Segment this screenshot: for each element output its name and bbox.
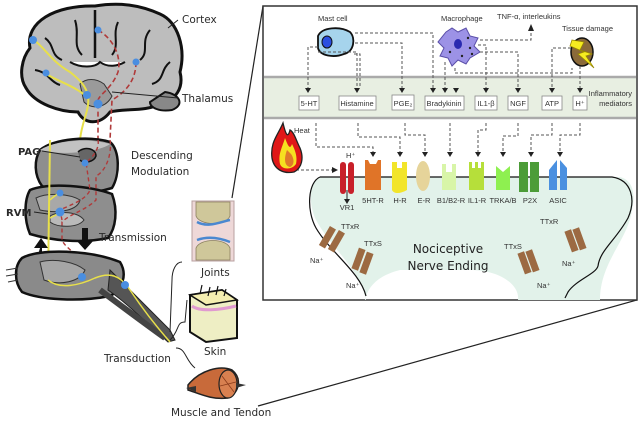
svg-text:P2X: P2X xyxy=(523,196,537,205)
thalamus-label: Thalamus xyxy=(181,93,233,105)
mediator-pge2: PGE₂ xyxy=(391,94,415,111)
muscle-tendon-illustration xyxy=(186,367,246,400)
svg-text:5HT-R: 5HT-R xyxy=(362,196,384,205)
muscle-tendon-label: Muscle and Tendon xyxy=(171,407,271,419)
svg-text:TTxR: TTxR xyxy=(540,217,559,226)
descending-modulation-label-1: Descending xyxy=(131,150,193,162)
receptor-list xyxy=(340,160,567,204)
svg-text:E-R: E-R xyxy=(418,196,432,205)
mast-cell-icon xyxy=(317,27,355,57)
rvm-label: RVM xyxy=(6,208,31,219)
receptor-e-r xyxy=(416,161,430,191)
pag-label: PAG xyxy=(18,147,40,158)
svg-text:Bradykinin: Bradykinin xyxy=(426,99,461,108)
svg-text:H⁺: H⁺ xyxy=(575,99,584,108)
svg-text:Na⁺: Na⁺ xyxy=(310,256,324,265)
mediator-histamine: Histamine xyxy=(338,95,377,111)
macrophage-label: Macrophage xyxy=(441,14,483,23)
tissue-damage-icon xyxy=(569,37,595,69)
svg-text:5-HT: 5-HT xyxy=(301,99,318,108)
svg-text:Histamine: Histamine xyxy=(340,99,373,108)
mediator-atp: ATP xyxy=(541,95,563,111)
mediator-ngf: NGF xyxy=(507,95,529,111)
svg-text:ASIC: ASIC xyxy=(549,196,567,205)
mediator-list: 5-HT Histamine PGE₂ Bradykinin IL1-β NGF… xyxy=(298,94,588,111)
joint-illustration xyxy=(191,200,235,262)
macrophage-icon xyxy=(437,27,481,67)
sodium-channels-right: TTxR TTxS Na⁺ Na⁺ xyxy=(504,217,587,290)
nerve-ending-label-1: Nociceptive xyxy=(413,242,483,256)
receptor-trka-b xyxy=(496,166,510,190)
receptor-il1-r xyxy=(469,162,484,190)
svg-text:VR1: VR1 xyxy=(340,203,355,212)
tnf-interleukins-label: TNF-α, interleukins xyxy=(497,12,561,21)
svg-text:TRKA/B: TRKA/B xyxy=(489,196,516,205)
svg-text:B1/B2-R: B1/B2-R xyxy=(437,196,466,205)
mediator-bradykinin: Bradykinin xyxy=(424,95,465,111)
zoom-line-bottom xyxy=(257,299,638,407)
down-arrow-icon xyxy=(76,228,94,250)
svg-text:TTxS: TTxS xyxy=(364,239,382,248)
sodium-channels-left: TTxR TTxS Na⁺ Na⁺ xyxy=(310,222,382,290)
brain-illustration xyxy=(20,2,184,141)
nerve-ending-body xyxy=(310,177,634,300)
descending-modulation-label-2: Modulation xyxy=(131,166,189,178)
mediator-h-plus: H⁺ xyxy=(572,95,588,111)
svg-text:ATP: ATP xyxy=(545,99,559,108)
transduction-label: Transduction xyxy=(103,353,171,365)
skin-illustration xyxy=(187,284,240,344)
heat-flame-icon xyxy=(271,120,303,174)
receptor-vr1 xyxy=(340,162,354,204)
svg-text:Na⁺: Na⁺ xyxy=(537,281,551,290)
joints-label: Joints xyxy=(200,267,230,279)
svg-text:H-R: H-R xyxy=(393,196,407,205)
svg-text:IL1-β: IL1-β xyxy=(477,99,495,108)
mast-cell-label: Mast cell xyxy=(318,14,348,23)
receptor-labels: VR1 5HT-R H-R E-R B1/B2-R IL1-R TRKA/B P… xyxy=(340,196,568,212)
brainstem-illustration xyxy=(24,137,119,290)
tissue-damage-label: Tissue damage xyxy=(562,24,613,33)
receptor-activation-arrows xyxy=(296,123,581,173)
inflammatory-mediators-label-1: Inflammatory xyxy=(589,89,633,98)
svg-text:TTxS: TTxS xyxy=(504,242,522,251)
cortex-label: Cortex xyxy=(182,14,217,26)
svg-text:TTxR: TTxR xyxy=(341,222,360,231)
svg-text:IL1-R: IL1-R xyxy=(468,196,487,205)
up-arrow-icon xyxy=(34,238,48,262)
receptor-b1b2-r xyxy=(442,164,456,190)
svg-text:PGE₂: PGE₂ xyxy=(394,99,413,108)
mediator-5ht: 5-HT xyxy=(298,95,320,111)
receptor-h-r xyxy=(392,162,407,193)
spinal-cord-illustration xyxy=(5,250,176,343)
h-plus-label: H⁺ xyxy=(346,151,355,160)
zoom-line-top xyxy=(231,5,264,199)
skin-label: Skin xyxy=(204,346,226,358)
receptor-asic xyxy=(549,160,567,190)
nerve-ending-label-2: Nerve Ending xyxy=(408,259,489,273)
receptor-5ht-r xyxy=(365,160,381,190)
transmission-label: Transmission xyxy=(98,232,167,244)
heat-label: Heat xyxy=(294,126,311,135)
svg-text:Na⁺: Na⁺ xyxy=(346,281,360,290)
inflammatory-mediators-label-2: mediators xyxy=(599,99,632,108)
mediator-il1b: IL1-β xyxy=(474,95,498,111)
receptor-p2x xyxy=(519,162,539,192)
mediator-release-arrows xyxy=(305,24,583,93)
svg-text:NGF: NGF xyxy=(510,99,526,108)
svg-text:Na⁺: Na⁺ xyxy=(562,259,576,268)
